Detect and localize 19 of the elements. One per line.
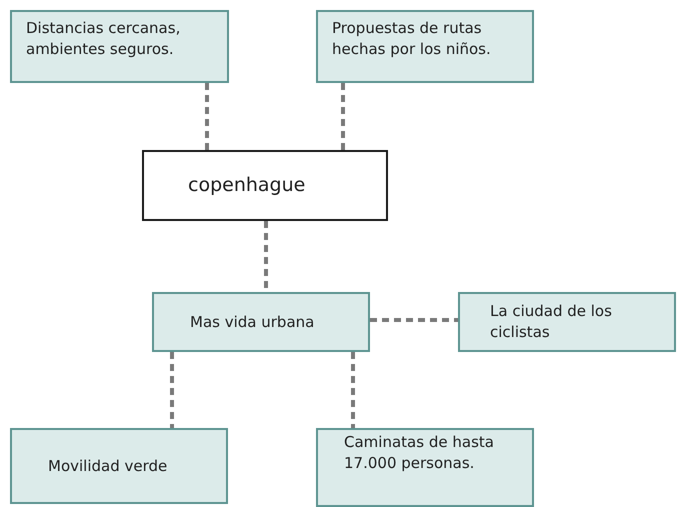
connector-line — [341, 83, 345, 150]
box-text: Mas vida urbana — [190, 312, 314, 332]
connector-line — [351, 352, 355, 428]
box-text: Movilidad verde — [48, 456, 168, 476]
connector-line — [170, 352, 174, 428]
box-text: copenhague — [188, 173, 306, 198]
connector-line — [205, 83, 209, 150]
connector-line — [370, 318, 458, 322]
concept-box — [316, 428, 534, 507]
title-box — [142, 150, 388, 221]
box-text: Caminatas de hasta 17.000 personas. — [344, 432, 494, 474]
box-text: Distancias cercanas, ambientes seguros. — [26, 18, 182, 60]
concept-box — [10, 10, 229, 83]
concept-box — [316, 10, 534, 83]
concept-box — [152, 292, 370, 352]
box-text: Propuestas de rutas hechas por los niños. — [332, 18, 492, 60]
concept-box — [10, 428, 228, 504]
box-text: La ciudad de los ciclistas — [490, 301, 613, 343]
concept-box — [458, 292, 676, 352]
